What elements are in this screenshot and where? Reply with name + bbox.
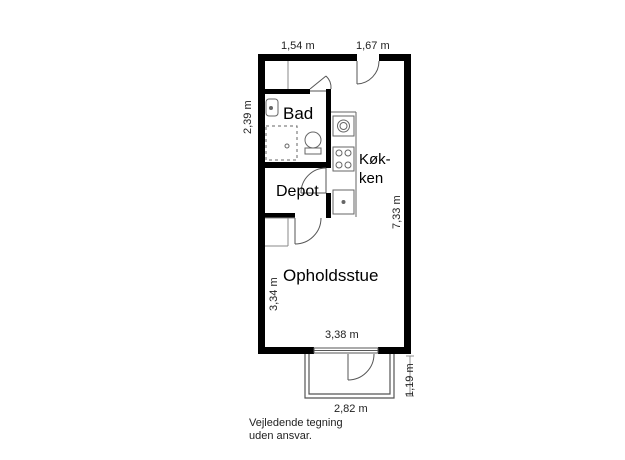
disclaimer: Vejledende tegning uden ansvar. (249, 417, 409, 443)
bathroom-door (309, 75, 332, 92)
dimension-lines (406, 355, 414, 397)
wall-right (404, 54, 411, 354)
room-label-kitchen-2: ken (359, 170, 383, 187)
wall-left (258, 54, 265, 354)
balcony-door (313, 347, 379, 381)
living-door (294, 217, 322, 245)
wall-top-left (258, 54, 357, 61)
toilet-icon (304, 147, 322, 155)
wall-top-right (379, 54, 411, 61)
dim-top-left: 1,54 m (281, 40, 315, 52)
wall-bath-right (326, 89, 331, 168)
bathroom-fixtures (265, 98, 322, 161)
room-label-kitchen-1: Køk- (359, 151, 391, 168)
shower-area (265, 125, 298, 161)
disclaimer-line-1: Vejledende tegning (249, 417, 343, 429)
kitchen-fixtures (331, 111, 357, 217)
dim-top-right: 1,67 m (356, 40, 390, 52)
hall-lines (265, 61, 295, 247)
outer-walls (258, 54, 411, 354)
dim-balcony-width: 2,82 m (334, 403, 368, 415)
dim-bathroom-height: 2,39 m (242, 100, 254, 134)
depot-door (300, 167, 327, 194)
wall-depot-bottom (265, 213, 295, 218)
wall-depot-right (326, 193, 331, 218)
wall-bottom-right (378, 347, 411, 354)
wall-bath-top (265, 89, 310, 94)
sink-icon (265, 98, 279, 117)
interior-walls (265, 89, 331, 218)
dim-balcony-height: 1,19 m (404, 363, 416, 397)
dim-total-height: 7,33 m (391, 195, 403, 229)
wall-bottom-left (258, 347, 314, 354)
dim-living-width: 3,38 m (325, 329, 359, 341)
room-label-bathroom: Bad (283, 104, 313, 123)
kitchen-sink-icon (332, 189, 355, 215)
room-label-living: Opholdsstue (283, 266, 378, 285)
room-label-storage: Depot (276, 183, 319, 200)
entry-door (356, 60, 380, 85)
stove-icon (332, 146, 355, 172)
dim-living-height: 3,34 m (268, 277, 280, 311)
disclaimer-line-2: uden ansvar. (249, 430, 312, 442)
wall-bath-depot (265, 162, 331, 168)
balcony (304, 354, 395, 399)
fridge-icon (332, 115, 355, 137)
